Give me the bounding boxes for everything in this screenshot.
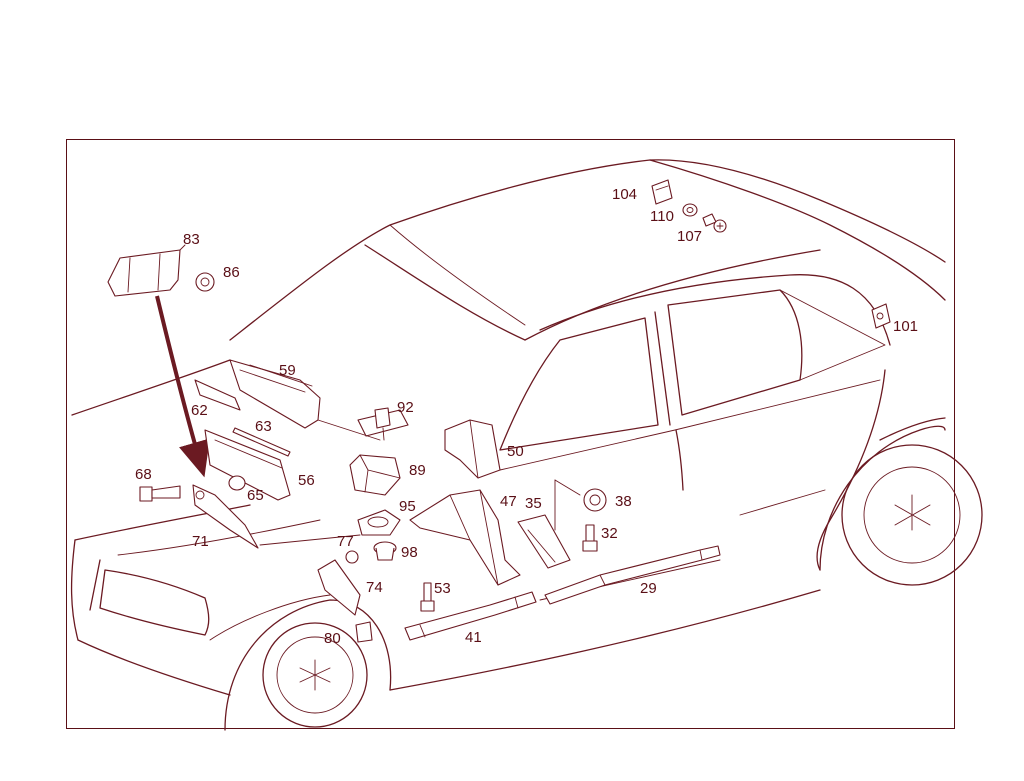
- callout-38: 38: [615, 493, 632, 510]
- callout-101: 101: [893, 318, 918, 335]
- part-86-nut: [195, 272, 215, 292]
- part-101-clip: [871, 303, 891, 329]
- part-74-bracket: [317, 559, 361, 616]
- callout-68: 68: [135, 466, 152, 483]
- callout-35: 35: [525, 495, 542, 512]
- part-35-brace: [517, 514, 571, 569]
- callout-50: 50: [507, 443, 524, 460]
- part-63-strip: [232, 427, 291, 457]
- leader-lines: [317, 419, 581, 531]
- callout-32: 32: [601, 525, 618, 542]
- part-65-plug: [228, 475, 246, 491]
- callout-95: 95: [399, 498, 416, 515]
- part-62-bracket: [194, 379, 241, 411]
- part-107-screw: [702, 213, 727, 233]
- callout-83: 83: [183, 231, 200, 248]
- callout-53: 53: [434, 580, 451, 597]
- callout-63: 63: [255, 418, 272, 435]
- part-83-panel: [107, 244, 186, 297]
- leader-arrow-83-to-71: [155, 295, 210, 478]
- callout-104: 104: [612, 186, 637, 203]
- callout-56: 56: [298, 472, 315, 489]
- callout-47: 47: [500, 493, 517, 510]
- part-38-nut: [583, 488, 607, 512]
- part-41-rail: [404, 591, 537, 641]
- part-32-bolt: [582, 524, 598, 552]
- callout-107: 107: [677, 228, 702, 245]
- callout-86: 86: [223, 264, 240, 281]
- callout-29: 29: [640, 580, 657, 597]
- part-104-clip: [651, 179, 673, 205]
- part-50-liner: [444, 419, 501, 479]
- part-95-pad: [357, 509, 401, 536]
- part-89-block: [349, 454, 401, 496]
- part-77-clip: [345, 550, 359, 564]
- part-47-brace: [409, 489, 521, 586]
- car-body-outline: [70, 159, 983, 731]
- part-68-bolt: [139, 485, 181, 502]
- part-80-clip: [355, 621, 373, 643]
- part-110-washer: [682, 203, 698, 217]
- callout-74: 74: [366, 579, 383, 596]
- callout-71: 71: [192, 533, 209, 550]
- part-71-panel: [192, 484, 259, 549]
- callout-41: 41: [465, 629, 482, 646]
- callout-65: 65: [247, 487, 264, 504]
- part-56-panel: [204, 429, 291, 501]
- part-92-mount: [357, 407, 409, 441]
- callout-80: 80: [324, 630, 341, 647]
- part-98-grommet: [373, 541, 397, 561]
- callout-92: 92: [397, 399, 414, 416]
- callout-98: 98: [401, 544, 418, 561]
- part-53-bolt: [420, 582, 435, 612]
- callout-59: 59: [279, 362, 296, 379]
- part-59-bracket: [229, 359, 321, 429]
- callout-89: 89: [409, 462, 426, 479]
- callout-62: 62: [191, 402, 208, 419]
- part-29-rail: [544, 545, 721, 605]
- callout-110: 110: [650, 208, 674, 225]
- callout-77: 77: [337, 533, 354, 550]
- callout-labels: 83 86 104 110 107 101 59 62 92 63 50 68 …: [135, 186, 918, 647]
